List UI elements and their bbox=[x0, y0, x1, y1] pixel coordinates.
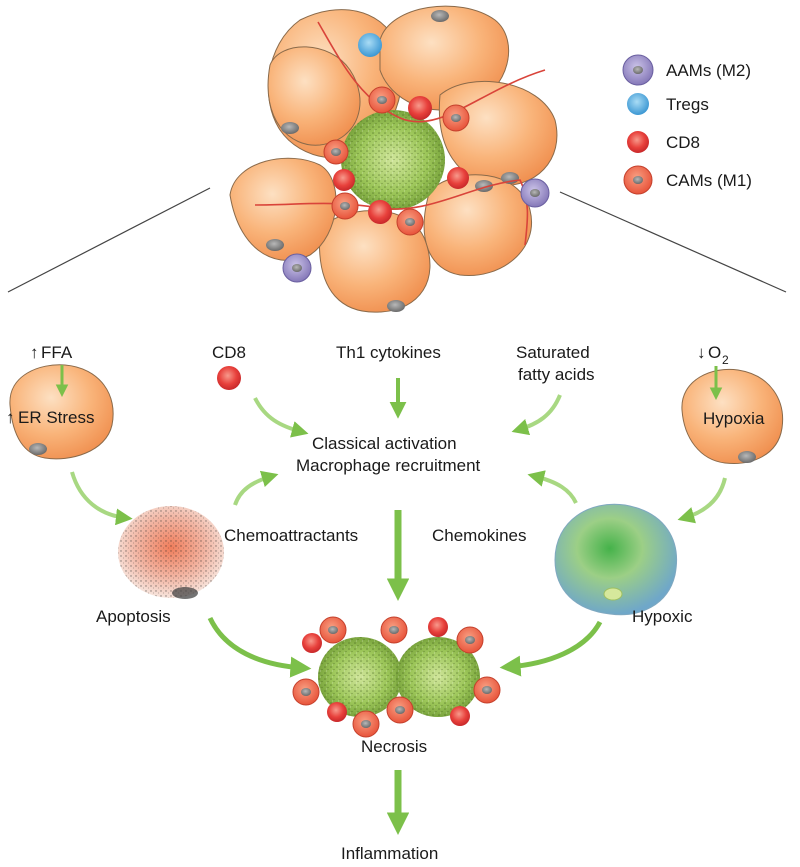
apoptotic-cell bbox=[118, 506, 224, 599]
cam-cell bbox=[323, 139, 349, 165]
cd8-cell bbox=[302, 633, 322, 653]
cam-cell bbox=[292, 678, 320, 706]
o2-subscript: 2 bbox=[722, 353, 729, 367]
arrow-hypoxic-to-necrosis bbox=[499, 620, 603, 677]
saturated-label: Saturated bbox=[516, 343, 590, 362]
aam-cell bbox=[520, 178, 550, 208]
nucleus bbox=[738, 451, 756, 463]
legend-label-cd8: CD8 bbox=[666, 133, 700, 152]
arrow-chemoattractants-to-activation bbox=[233, 470, 279, 506]
hypoxia-label: Hypoxia bbox=[703, 409, 765, 428]
cam-cell bbox=[396, 208, 424, 236]
perspective-line-left bbox=[7, 187, 211, 293]
hypoxic-cell bbox=[554, 503, 677, 616]
cam-cell bbox=[442, 104, 470, 132]
necrosis-label: Necrosis bbox=[361, 737, 427, 756]
cam-cell bbox=[473, 676, 501, 704]
apoptosis-label: Apoptosis bbox=[96, 607, 171, 626]
adipocyte bbox=[267, 46, 361, 146]
chemoattractants-label: Chemoattractants bbox=[224, 526, 358, 545]
cd8-cell bbox=[368, 200, 392, 224]
arrow-cd8-to-activation bbox=[253, 397, 309, 438]
cam-cell bbox=[368, 86, 396, 114]
chemokines-label: Chemokines bbox=[432, 526, 527, 545]
cd8-cell bbox=[217, 366, 241, 390]
treg-cell bbox=[358, 33, 382, 57]
arrow-hypoxia-to-hypoxic bbox=[677, 477, 727, 524]
fatty-acids-label: fatty acids bbox=[518, 365, 595, 384]
necrosis-cluster bbox=[292, 616, 501, 738]
hypoxic-label: Hypoxic bbox=[632, 607, 693, 626]
aam-cell bbox=[282, 253, 312, 283]
o2-label: O bbox=[708, 343, 721, 362]
ffa-up-arrow: ↑ bbox=[30, 343, 39, 362]
er-up-arrow: ↑ bbox=[6, 408, 15, 427]
cd8-cell bbox=[408, 96, 432, 120]
nucleus bbox=[431, 10, 449, 22]
adipocyte bbox=[438, 80, 558, 187]
nucleus bbox=[281, 122, 299, 134]
classical-activation-label: Classical activation bbox=[312, 434, 457, 453]
th1-label: Th1 cytokines bbox=[336, 343, 441, 362]
arrow-satfa-to-activation bbox=[511, 394, 562, 436]
cam-cell bbox=[380, 616, 408, 644]
o2-down-arrow: ↓ bbox=[697, 343, 706, 362]
legend-label-cam: CAMs (M1) bbox=[666, 171, 752, 190]
cd8-cell bbox=[450, 706, 470, 726]
legend-item-cam: CAMs (M1) bbox=[623, 165, 752, 195]
cd8-label: CD8 bbox=[212, 343, 246, 362]
cd8-cell bbox=[327, 702, 347, 722]
inflammation-label: Inflammation bbox=[341, 844, 438, 863]
nucleus bbox=[29, 443, 47, 455]
capillary bbox=[317, 21, 546, 123]
nucleus bbox=[266, 239, 284, 251]
adipocyte-er-stress bbox=[9, 364, 114, 460]
legend: AAMs (M2) Tregs CD8 CAMs (M1) bbox=[622, 54, 752, 195]
cd8-cell bbox=[333, 169, 355, 191]
cd8-cell bbox=[428, 617, 448, 637]
cam-cell bbox=[319, 616, 347, 644]
ffa-label: FFA bbox=[41, 343, 73, 362]
cam-cell bbox=[456, 626, 484, 654]
cam-cell bbox=[386, 696, 414, 724]
legend-label-aam: AAMs (M2) bbox=[666, 61, 751, 80]
arrow-apoptosis-to-necrosis bbox=[207, 616, 312, 678]
nucleus bbox=[387, 300, 405, 312]
arrow-chemokines-to-activation bbox=[527, 470, 578, 504]
cam-cell bbox=[331, 192, 359, 220]
legend-item-cd8: CD8 bbox=[627, 131, 700, 153]
legend-item-aam: AAMs (M2) bbox=[622, 54, 751, 86]
adipocyte bbox=[423, 174, 532, 277]
macrophage-recruitment-label: Macrophage recruitment bbox=[296, 456, 481, 475]
legend-item-treg: Tregs bbox=[627, 93, 709, 115]
adipose-tissue-cluster bbox=[229, 5, 558, 313]
arrow-er-to-apoptosis bbox=[70, 471, 133, 526]
er-stress-label: ER Stress bbox=[18, 408, 95, 427]
adipocyte-hypoxia bbox=[681, 368, 784, 464]
perspective-line-right bbox=[559, 191, 787, 293]
cd8-cell bbox=[447, 167, 469, 189]
cam-cell bbox=[352, 710, 380, 738]
legend-label-treg: Tregs bbox=[666, 95, 709, 114]
